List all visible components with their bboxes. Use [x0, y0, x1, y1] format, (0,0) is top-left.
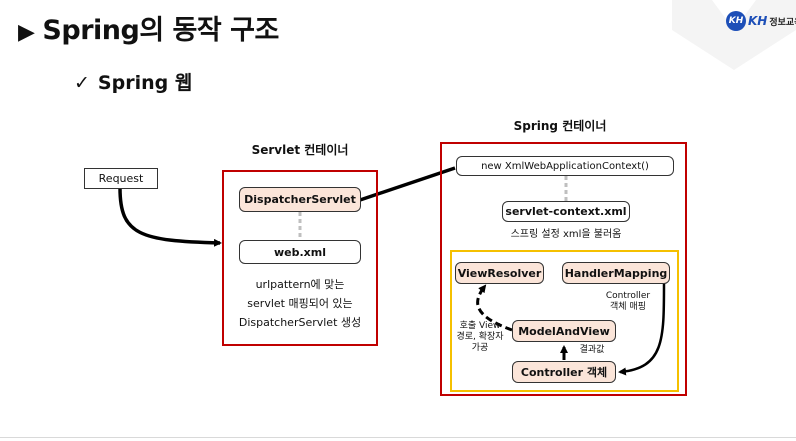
request-label: Request: [98, 172, 144, 185]
result-note: 결과값: [579, 345, 605, 355]
controller-box: Controller 객체: [512, 361, 616, 383]
model-and-view-label: ModelAndView: [518, 324, 610, 338]
request-arrow: [118, 187, 222, 247]
title-triangle-icon: ▶: [18, 20, 35, 45]
servlet-description: urlpattern에 맞는 servlet 매핑되어 있는 Dispatche…: [222, 275, 378, 332]
view-resolver-label: ViewResolver: [457, 266, 542, 280]
checkmark-icon: ✓: [74, 72, 90, 94]
handler-mapping-box: HandlerMapping: [562, 262, 670, 284]
kh-logo: KH KH 정보교육원: [726, 10, 796, 32]
web-xml-label: web.xml: [273, 245, 326, 259]
page-title-text: Spring의 동작 구조: [42, 15, 279, 46]
dispatcher-servlet-label: DispatcherServlet: [244, 193, 356, 206]
handler-to-controller-arrow: [618, 282, 666, 376]
controller-label: Controller 객체: [520, 366, 608, 379]
view-note-line1: 호출 View: [459, 321, 501, 331]
footer-divider: [0, 437, 796, 438]
app-context-label: new XmlWebApplicationContext(): [481, 160, 649, 172]
servlet-context-box: servlet-context.xml: [502, 201, 630, 222]
web-xml-box: web.xml: [239, 240, 361, 264]
modelandview-to-viewresolver-arrow: [476, 284, 513, 332]
view-resolver-box: ViewResolver: [455, 262, 544, 284]
background-decoration: [672, 0, 796, 70]
request-box: Request: [84, 168, 158, 189]
view-note-line3: 가공: [471, 343, 489, 353]
servlet-container: [222, 170, 378, 346]
handler-mapping-label: HandlerMapping: [564, 266, 668, 280]
model-and-view-box: ModelAndView: [512, 320, 616, 342]
servlet-desc-line3: DispatcherServlet 생성: [238, 316, 362, 329]
page-title: ▶ Spring의 동작 구조: [18, 8, 279, 47]
dispatcher-to-context-line: [359, 166, 456, 202]
handler-mapping-note: Controller 객체 매핑: [596, 291, 660, 313]
servlet-desc-line1: urlpattern에 맞는: [255, 278, 345, 291]
spring-container-title: Spring 컨테이너: [513, 119, 607, 133]
dispatcher-servlet-box: DispatcherServlet: [239, 187, 361, 212]
handler-note-line1: Controller: [605, 291, 651, 301]
servlet-context-label: servlet-context.xml: [505, 205, 627, 218]
kh-logo-mark: KH: [726, 11, 746, 31]
servlet-desc-line2: servlet 매핑되어 있는: [247, 297, 353, 310]
app-context-box: new XmlWebApplicationContext(): [456, 156, 674, 176]
subtitle-text: Spring 웹: [97, 72, 193, 94]
view-note-line2: 경로, 확장자: [456, 332, 504, 342]
handler-note-line2: 객체 매핑: [610, 302, 646, 312]
kh-logo-org: 정보교육원: [769, 17, 796, 28]
dispatcher-components-area: [450, 250, 679, 392]
servlet-context-note: 스프링 설정 xml을 불러옴: [510, 229, 622, 240]
spring-container: [440, 142, 687, 396]
section-subtitle: ✓ Spring 웹: [74, 68, 192, 95]
servlet-container-title: Servlet 컨테이너: [251, 143, 349, 157]
kh-logo-brand: KH: [748, 14, 768, 28]
view-note: 호출 View 경로, 확장자 가공: [451, 321, 509, 354]
